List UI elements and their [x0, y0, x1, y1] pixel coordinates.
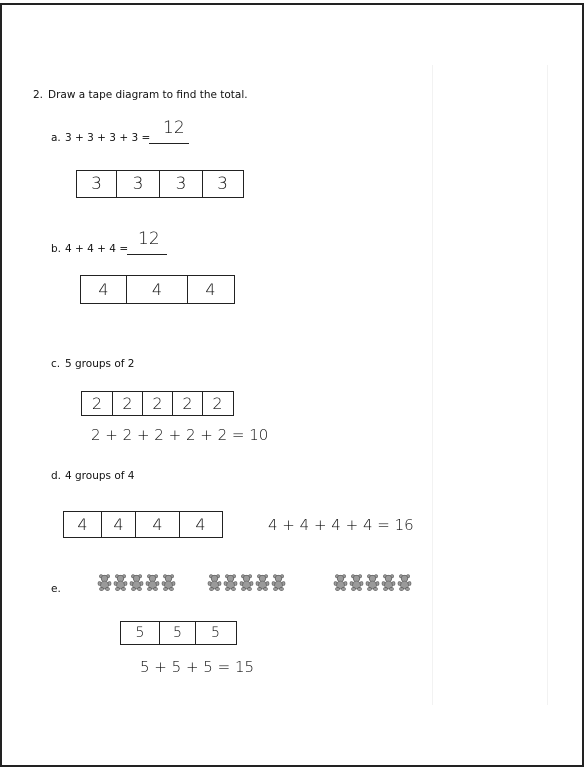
answer-line	[149, 143, 189, 144]
bear-counter-icon	[161, 574, 176, 591]
part-c-letter: c.	[51, 358, 60, 370]
bear-counter-icon	[271, 574, 286, 591]
bear-counter-icon	[113, 574, 128, 591]
tape-cell: 3	[203, 171, 242, 197]
tape-cell: 3	[160, 171, 203, 197]
tape-cell: 2	[113, 392, 143, 415]
problem-number: 2.	[33, 89, 43, 101]
bear-counter-icon	[349, 574, 364, 591]
bear-counter-icon	[129, 574, 144, 591]
tape-cell: 2	[173, 392, 203, 415]
part-d-prompt: 4 groups of 4	[65, 470, 134, 482]
part-c-equation: 2 + 2 + 2 + 2 + 2 = 10	[91, 426, 268, 444]
bear-counter-icon	[145, 574, 160, 591]
tape-cell: 4	[127, 276, 188, 303]
part-e-letter: e.	[51, 583, 61, 595]
part-e-equation: 5 + 5 + 5 = 15	[140, 658, 254, 676]
tape-cell: 4	[81, 276, 127, 303]
tape-cell: 4	[180, 512, 221, 537]
answer-line	[127, 254, 167, 255]
part-b-letter: b.	[51, 243, 61, 255]
part-c-prompt: 5 groups of 2	[65, 358, 134, 370]
worksheet-page: 2. Draw a tape diagram to find the total…	[0, 3, 584, 767]
tape-cell: 5	[121, 622, 160, 644]
tape-cell: 3	[77, 171, 117, 197]
part-b-tape-diagram: 4 4 4	[80, 275, 235, 304]
part-a-tape-diagram: 3 3 3 3	[76, 170, 244, 198]
tape-cell: 2	[203, 392, 232, 415]
tape-cell: 3	[117, 171, 160, 197]
part-b-answer: 12	[138, 229, 160, 249]
part-a-letter: a.	[51, 132, 61, 144]
page-divider	[547, 65, 548, 705]
bear-counter-icon	[381, 574, 396, 591]
part-a-answer: 12	[163, 118, 185, 138]
tape-cell: 2	[143, 392, 173, 415]
part-a-expression: 3 + 3 + 3 + 3 =	[65, 132, 150, 144]
bear-counter-icon	[397, 574, 412, 591]
bear-counter-icon	[333, 574, 348, 591]
bear-counter-icon	[223, 574, 238, 591]
bear-counter-icon	[365, 574, 380, 591]
bear-group	[207, 574, 286, 591]
page-divider	[432, 65, 433, 705]
problem-instruction: Draw a tape diagram to find the total.	[48, 89, 248, 101]
part-d-letter: d.	[51, 470, 61, 482]
tape-cell: 4	[188, 276, 233, 303]
part-e-tape-diagram: 5 5 5	[120, 621, 237, 645]
part-d-equation: 4 + 4 + 4 + 4 = 16	[268, 516, 414, 534]
bear-group	[333, 574, 412, 591]
tape-cell: 4	[64, 512, 102, 537]
bear-counter-icon	[207, 574, 222, 591]
bear-counter-icon	[255, 574, 270, 591]
bear-counter-icon	[239, 574, 254, 591]
part-b-expression: 4 + 4 + 4 =	[65, 243, 128, 255]
tape-cell: 5	[196, 622, 235, 644]
bear-counter-icon	[97, 574, 112, 591]
tape-cell: 2	[82, 392, 113, 415]
tape-cell: 4	[102, 512, 136, 537]
tape-cell: 5	[160, 622, 196, 644]
bear-group	[97, 574, 176, 591]
part-c-tape-diagram: 2 2 2 2 2	[81, 391, 234, 416]
part-d-tape-diagram: 4 4 4 4	[63, 511, 223, 538]
tape-cell: 4	[136, 512, 180, 537]
